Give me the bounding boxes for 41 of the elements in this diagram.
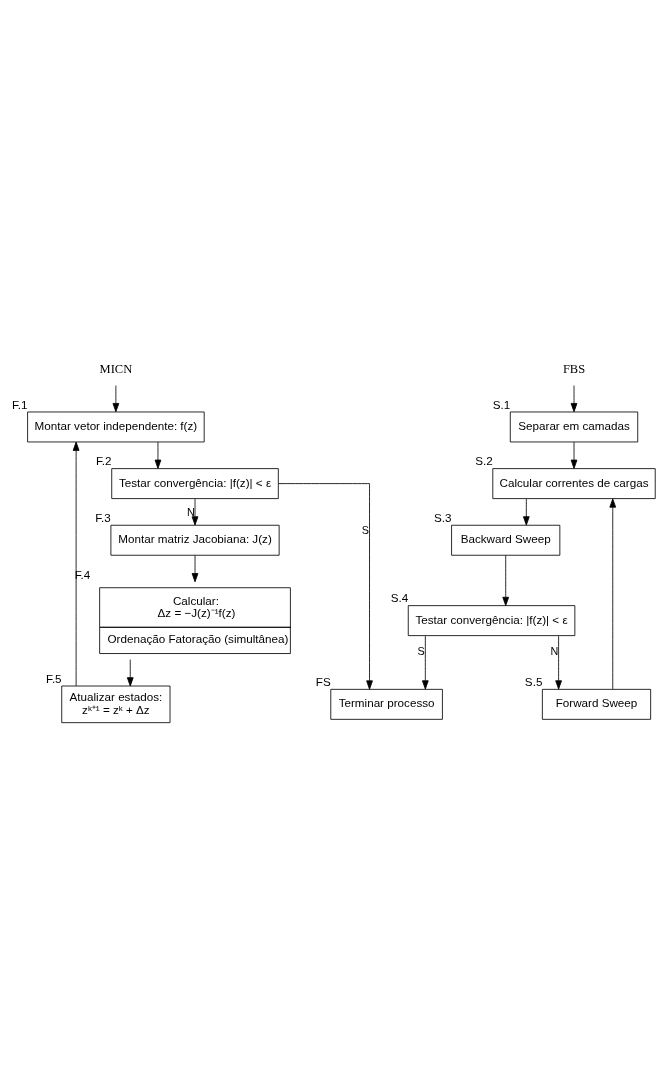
arrow bbox=[126, 658, 134, 686]
arrow bbox=[154, 441, 162, 469]
edge-label: N bbox=[550, 644, 559, 657]
arrow bbox=[555, 635, 562, 689]
arrow bbox=[570, 384, 578, 412]
node-box: Montar matriz Jacobiana: J(z) bbox=[110, 524, 280, 556]
node-box: Testar convergência: |f(z)| < ε bbox=[407, 604, 576, 636]
node-box: Backward Sweep bbox=[451, 524, 561, 556]
edge-label: S bbox=[361, 523, 369, 536]
node-box: Montar vetor independente: f(z) bbox=[27, 411, 205, 442]
node-label: S.5 bbox=[524, 674, 543, 688]
arrow bbox=[191, 497, 199, 525]
node-label: F.2 bbox=[96, 453, 112, 467]
edge-label: S bbox=[417, 644, 425, 657]
node-label: F.4 bbox=[74, 567, 91, 581]
node-text: MICN bbox=[99, 361, 133, 376]
node-label: F.3 bbox=[95, 510, 111, 524]
arrow bbox=[191, 554, 199, 582]
node-box: Terminar processo bbox=[330, 688, 443, 720]
arrow bbox=[278, 482, 373, 690]
edge-label: N bbox=[186, 505, 195, 518]
arrow bbox=[609, 497, 617, 690]
node-box: Separar em camadas bbox=[509, 411, 639, 442]
node-box: Calcular correntes de cargas bbox=[492, 467, 656, 499]
node-label: F.1 bbox=[11, 397, 28, 411]
node-label: S.2 bbox=[475, 453, 493, 467]
arrow bbox=[502, 554, 510, 606]
arrow bbox=[570, 441, 578, 469]
node-label: FS bbox=[315, 674, 331, 688]
node-box: Atualizar estados: zᵏ⁺¹ = zᵏ + Δz bbox=[61, 685, 171, 723]
node-label: S.3 bbox=[434, 510, 452, 524]
node-box: Testar convergência: |f(z)| < ε bbox=[111, 467, 279, 499]
arrow bbox=[523, 497, 530, 525]
node-label: F.5 bbox=[46, 671, 62, 685]
node-label: S.4 bbox=[390, 590, 409, 604]
arrow bbox=[112, 384, 120, 412]
node-label: S.1 bbox=[492, 397, 511, 411]
arrow bbox=[422, 635, 429, 689]
node-text: FBS bbox=[562, 361, 586, 376]
node-box: Forward Sweep bbox=[541, 688, 652, 720]
arrow bbox=[72, 441, 80, 686]
